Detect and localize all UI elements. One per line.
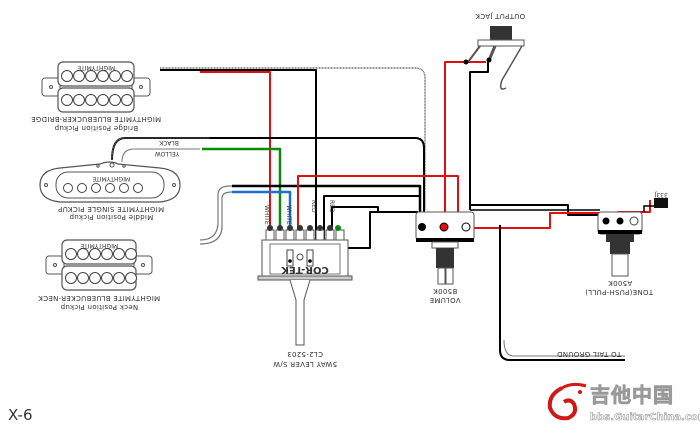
wire-tail-ground-outline xyxy=(503,339,625,357)
wire-middle-gray xyxy=(111,137,210,161)
volume-name-label: VOLUME xyxy=(429,296,460,304)
bridge-position-label: Bridge Position Pickup xyxy=(54,124,138,132)
neck-brand: MIGHTYMITE xyxy=(80,242,118,249)
bridge-model-label: MIGHTYMITE BLUEBUCKER-BRIDGE xyxy=(31,115,161,123)
tail-ground-label: TO TAIL GROUND xyxy=(557,350,622,358)
wires xyxy=(111,61,651,361)
wire-middle-yellow-outline xyxy=(121,148,200,163)
five-way-switch: COR-TEK CL2-5203 5WAY LEVER S/W WHITE WH… xyxy=(257,200,353,368)
wire-switch-black-2 xyxy=(331,206,379,240)
wire-bridge-gray xyxy=(160,67,426,210)
middle-position-label: Middle Position Pickup xyxy=(69,213,153,221)
watermark-chinese: 吉他中国 xyxy=(590,383,674,407)
switch-name-label: 5WAY LEVER S/W xyxy=(273,360,337,368)
wire-label-yellow: YELLOW xyxy=(155,150,181,157)
wire-neck-outline xyxy=(199,185,340,241)
bridge-brand: MIGHTYMITE xyxy=(77,64,115,71)
wire-label-red-1: RED xyxy=(310,200,317,213)
wire-switch-red xyxy=(297,175,459,240)
wire-jack-ground xyxy=(469,62,489,210)
wire-switch-ground xyxy=(337,211,418,249)
switch-brand: COR-TEK xyxy=(280,264,329,275)
capacitor-label: 333J xyxy=(654,191,667,198)
neck-position-label: Neck Position Pickup xyxy=(60,303,138,311)
volume-value-label: B500K xyxy=(433,287,457,295)
wire-bridge-red xyxy=(200,71,271,240)
wire-label-white-2: WHITE xyxy=(285,205,292,225)
wire-neck-blue xyxy=(232,190,292,240)
switch-part-label: CL2-5203 xyxy=(287,350,323,358)
neck-pickup: MIGHTYMITE MIGHTYMITE BLUEBUCKER-NECK Ne… xyxy=(38,239,160,311)
volume-pot: B500K VOLUME xyxy=(415,211,475,304)
wire-jack-hot xyxy=(444,61,486,228)
output-jack: OUTPUT JACK xyxy=(463,12,525,90)
jack-label: OUTPUT JACK xyxy=(475,12,525,20)
middle-brand: MIGHTYMITE xyxy=(92,175,130,182)
page-label: X-6 xyxy=(8,406,33,424)
wire-label-black: BLACK xyxy=(158,139,179,146)
middle-pickup: MIGHTYMITE MIGHTYMITE SINGLE PICKUP Midd… xyxy=(39,161,181,221)
wire-bridge-black xyxy=(160,69,317,240)
middle-model-label: MIGHTYMITE SINGLE PICKUP xyxy=(58,205,164,213)
neck-model-label: MIGHTYMITE BLUEBUCKER-NECK xyxy=(38,294,160,302)
wire-middle-green xyxy=(202,147,282,240)
wire-switch-black-1 xyxy=(323,195,420,240)
dragon-logo-icon xyxy=(547,382,587,421)
tone-value-label: A500K xyxy=(608,279,632,287)
bridge-pickup: MIGHTYMITE MIGHTYMITE BLUEBUCKER-BRIDGE … xyxy=(31,61,161,132)
wire-label-red-2: RED xyxy=(328,200,335,213)
wire-label-white-1: WHITE xyxy=(263,205,270,225)
watermark: 吉他中国 bbs.GuitarChina.com xyxy=(547,382,700,423)
capacitor xyxy=(654,198,668,208)
wire-tail-ground xyxy=(499,225,625,361)
tone-pot: A500K TONE(PUSH-PULL) 333J xyxy=(585,191,668,296)
wire-neck-outline-2 xyxy=(199,191,290,245)
tone-name-label: TONE(PUSH-PULL) xyxy=(585,288,654,296)
watermark-site: bbs.GuitarChina.com xyxy=(590,412,700,423)
